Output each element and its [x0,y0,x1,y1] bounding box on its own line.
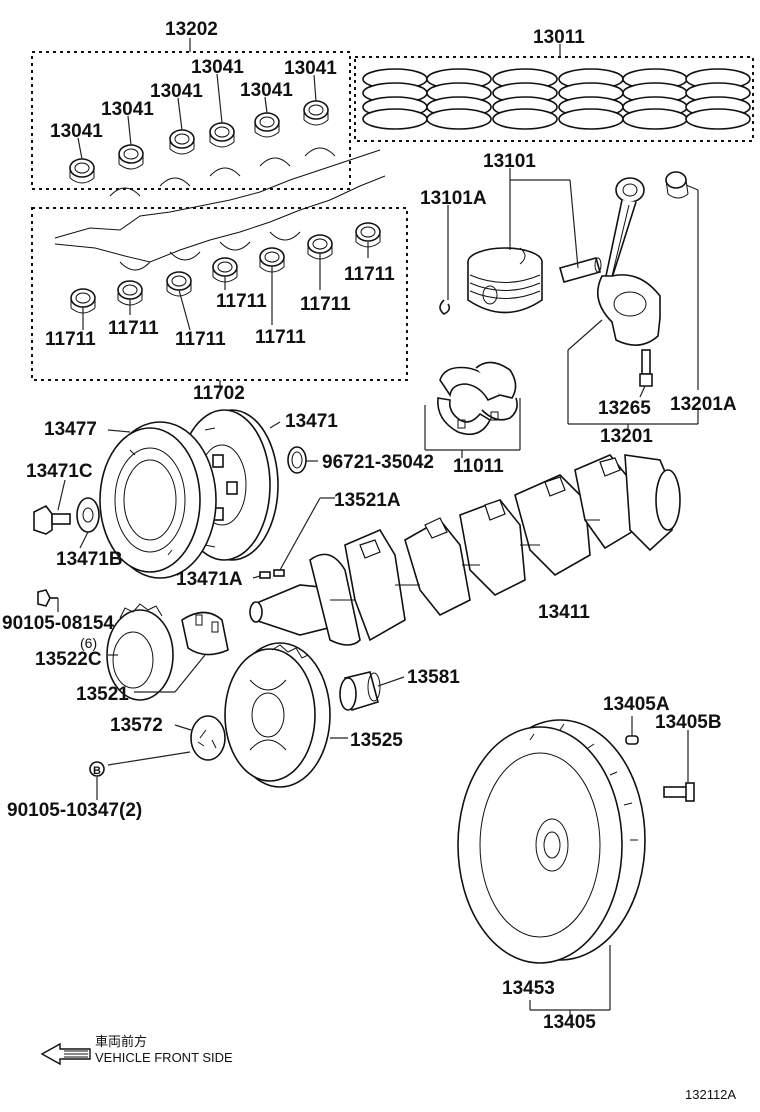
damper-13477 [99,421,217,579]
label-13471: 13471 [285,411,338,432]
snap-ring-13101A [439,299,451,315]
label-13041-b: 13041 [284,58,337,79]
connecting-rod-bolt-13265 [639,349,653,387]
key-13471A [259,569,285,579]
label-13581: 13581 [407,667,460,688]
label-11011: 11011 [453,456,504,477]
label-90105-08154: 90105-08154 [2,613,114,634]
label-11711-c: 11711 [300,294,351,315]
label-13405A: 13405A [603,694,670,715]
label-13201: 13201 [600,426,653,447]
connecting-rod-bushing-13201A [665,171,689,199]
label-11711-e: 11711 [45,329,96,350]
bearing-13581 [339,671,381,712]
label-13521: 13521 [76,684,129,705]
oil-seal-13572 [190,715,226,761]
label-11711-d: 11711 [108,318,159,339]
label-13477: 13477 [44,419,97,440]
piston-ring-set-box [354,56,754,142]
label-11711-g: 11711 [255,327,306,348]
label-13453: 13453 [502,978,555,999]
crankshaft-13411 [249,454,681,646]
washer-13471B [76,497,100,533]
label-13041-c: 13041 [150,81,203,102]
bearing-set-13202-box [31,51,351,190]
oil-pump-drive-gear-13525 [224,642,331,788]
label-13101A: 13101A [420,188,487,209]
bolt-90105-08154 [37,589,58,607]
timing-gear-13522C [106,603,174,701]
label-13405B: 13405B [655,712,722,733]
flywheel-13405 [457,719,646,964]
bolt-13471C [33,504,71,535]
label-13411: 13411 [538,602,590,623]
main-bearing-set-box [31,207,408,381]
connecting-rod-13201 [596,177,661,346]
label-13041-f: 13041 [50,121,103,142]
label-13011: 13011 [533,27,585,48]
label-13405: 13405 [543,1012,596,1033]
o-ring-96721-35042 [287,446,307,474]
label-11702: 11702 [193,383,245,404]
legend-english: VEHICLE FRONT SIDE [95,1050,233,1065]
dowel-pin-13405A [625,735,639,745]
main-bearings-11711 [70,222,381,314]
svg-text:B: B [93,765,101,777]
label-13522C: 13522C [35,649,102,670]
label-13041-e: 13041 [101,99,154,120]
label-13471B: 13471B [56,549,123,570]
key-13521 [181,611,229,656]
bolt-13405B [663,782,695,802]
piston-13101 [467,247,543,314]
label-qty-6: (6) [80,635,97,651]
label-90105-10347: 90105-10347(2) [7,800,142,821]
piston-pin [559,257,602,283]
label-11711-f: 11711 [175,329,226,350]
label-13041-d: 13041 [240,80,293,101]
legend-japanese: 車両前方 [95,1034,147,1049]
label-13572: 13572 [110,715,163,736]
label-13041-a: 13041 [191,57,244,78]
label-13525: 13525 [350,730,403,751]
label-13201A: 13201A [670,394,737,415]
label-96721-35042: 96721-35042 [322,452,434,473]
label-11711-b: 11711 [216,291,267,312]
vehicle-front-legend: 車両前方 VEHICLE FRONT SIDE [40,1034,233,1066]
label-13471A: 13471A [176,569,243,590]
label-13471C: 13471C [26,461,93,482]
connecting-rod-bearings-13041 [69,100,329,184]
thrust-washers-11011 [437,361,518,436]
label-13202: 13202 [165,19,218,40]
label-13101: 13101 [483,151,536,172]
leader-lines [57,38,699,1018]
label-13265: 13265 [598,398,651,419]
crankshaft-ghost-silhouette [54,147,386,271]
label-13521A: 13521A [334,490,401,511]
bolt-symbol-b: B [89,761,105,777]
label-11711-a: 11711 [344,264,395,285]
figure-code: 132112A [685,1087,736,1102]
piston-rings-13011 [362,68,751,130]
